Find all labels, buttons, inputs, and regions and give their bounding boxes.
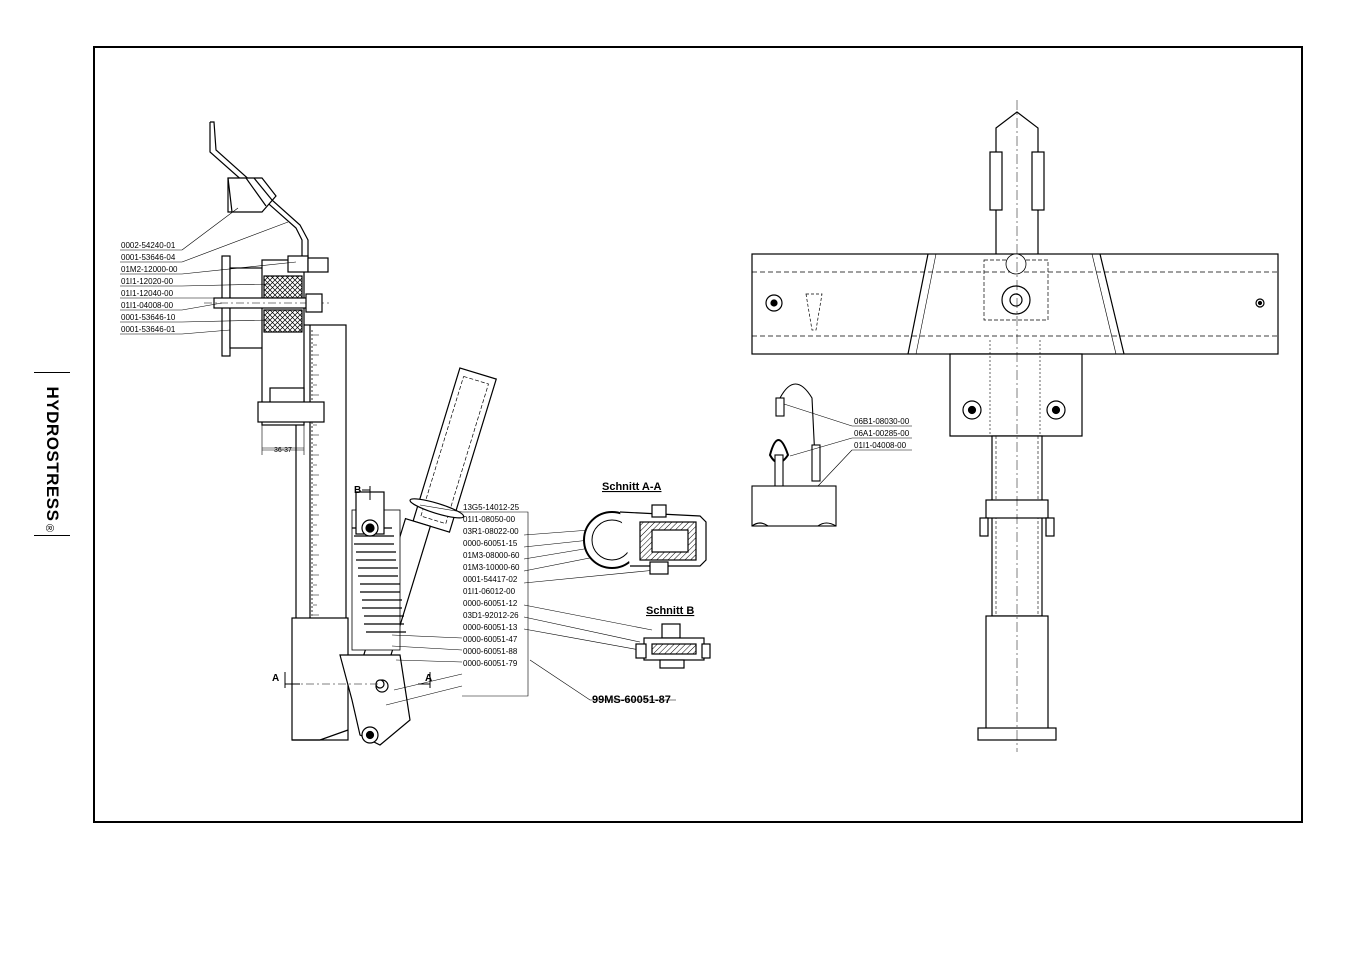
part-number: 0002-54240-01: [121, 241, 176, 250]
drawing-frame: [93, 46, 1303, 823]
parts-list-upper-left: 0002-54240-01 0001-53646-04 01M2-12000-0…: [121, 241, 178, 334]
hydrostress-logo: HYDROSTRESS ®: [34, 372, 70, 536]
section-b-view: [635, 623, 711, 669]
section-marker-a-right: A: [425, 673, 432, 684]
part-number: 0000-60051-47: [463, 635, 518, 644]
part-number: 01M3-10000-60: [463, 563, 520, 572]
logo-rule-bottom: [34, 535, 70, 536]
part-number: 0001-54417-02: [463, 575, 518, 584]
pin-detail-view: [751, 383, 837, 527]
part-number: 01I1-06012-00: [463, 587, 516, 596]
parts-list-lower: 13G5-14012-25 01I1-08050-00 03R1-08022-0…: [463, 503, 520, 668]
assembly-number: 99MS-60051-87: [592, 694, 671, 706]
leaders-left: [120, 207, 297, 335]
part-number: 06A1-00285-00: [854, 429, 910, 438]
part-number: 01M2-12000-00: [121, 265, 178, 274]
section-marker-a-left: A: [272, 673, 279, 684]
height-scale: [313, 334, 319, 616]
part-number: 01I1-08050-00: [463, 515, 516, 524]
section-aa-title: Schnitt A-A: [602, 481, 662, 493]
part-number: 01I1-04008-00: [854, 441, 907, 450]
part-number: 06B1-08030-00: [854, 417, 910, 426]
part-number: 01M3-08000-60: [463, 551, 520, 560]
section-b-title: Schnitt B: [646, 605, 694, 617]
part-number: 0001-53646-04: [121, 253, 176, 262]
section-marker-b: B: [354, 485, 361, 496]
part-number: 0001-53646-10: [121, 313, 176, 322]
parts-list-pin: 06B1-08030-00 06A1-00285-00 01I1-04008-0…: [854, 417, 910, 450]
part-number: 03R1-08022-00: [463, 527, 519, 536]
section-aa-view: [583, 504, 707, 575]
dimension-label: 36-37: [274, 447, 292, 454]
leaders-pin: [783, 403, 912, 487]
part-number: 01I1-12040-00: [121, 289, 174, 298]
part-number: 0000-60051-12: [463, 599, 518, 608]
front-view: [751, 100, 1279, 752]
part-number: 0001-53646-01: [121, 325, 176, 334]
part-number: 0000-60051-15: [463, 539, 518, 548]
part-number: 13G5-14012-25: [463, 503, 520, 512]
side-view: [204, 121, 497, 746]
part-number: 0000-60051-88: [463, 647, 518, 656]
part-number: 01I1-04008-00: [121, 301, 174, 310]
part-number: 0000-60051-13: [463, 623, 518, 632]
part-number: 03D1-92012-26: [463, 611, 519, 620]
logo-rule-top: [34, 372, 70, 373]
part-number: 0000-60051-79: [463, 659, 518, 668]
part-number: 01I1-12020-00: [121, 277, 174, 286]
